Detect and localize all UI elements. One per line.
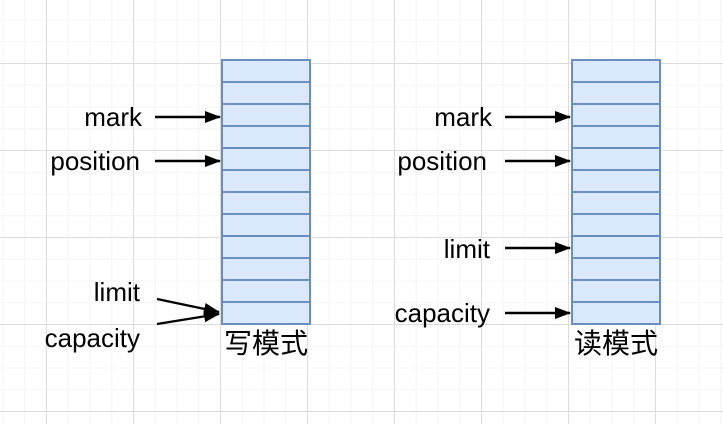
buffer-cell: [573, 303, 659, 323]
write-capacity-label: capacity: [44, 323, 140, 353]
write-mark-label: mark: [84, 102, 142, 132]
buffer-cell: [573, 171, 659, 191]
buffer-cell: [223, 105, 309, 125]
buffer-cell: [573, 215, 659, 235]
buffer-cell: [223, 171, 309, 191]
read-mark-label: mark: [434, 102, 492, 132]
buffer-cell: [223, 83, 309, 103]
read-position-label: position: [397, 146, 487, 176]
buffer-cell: [573, 127, 659, 147]
buffer-cell: [573, 259, 659, 279]
write-mode-buffer-column: [221, 59, 311, 325]
write-capacity-arrow: [156, 310, 220, 326]
write-limit-arrow: [156, 297, 220, 315]
read-mode-caption: 读模式: [573, 328, 658, 359]
buffer-cell: [573, 105, 659, 125]
buffer-cell: [223, 303, 309, 323]
write-limit-label: limit: [93, 277, 140, 307]
read-mode-buffer-column: [571, 59, 661, 325]
buffer-cell: [223, 149, 309, 169]
buffer-cell: [223, 281, 309, 301]
write-mode-caption: 写模式: [223, 328, 308, 359]
buffer-cell: [573, 149, 659, 169]
buffer-cell: [573, 83, 659, 103]
buffer-cell: [573, 237, 659, 257]
buffer-cell: [223, 61, 309, 81]
buffer-cell: [223, 237, 309, 257]
buffer-cell: [223, 215, 309, 235]
read-limit-label: limit: [443, 234, 490, 264]
buffer-cell: [573, 61, 659, 81]
write-position-label: position: [50, 146, 140, 176]
buffer-cell: [223, 193, 309, 213]
buffer-cell: [223, 127, 309, 147]
buffer-cell: [223, 259, 309, 279]
buffer-cell: [573, 281, 659, 301]
read-capacity-label: capacity: [394, 298, 490, 328]
buffer-cell: [573, 193, 659, 213]
